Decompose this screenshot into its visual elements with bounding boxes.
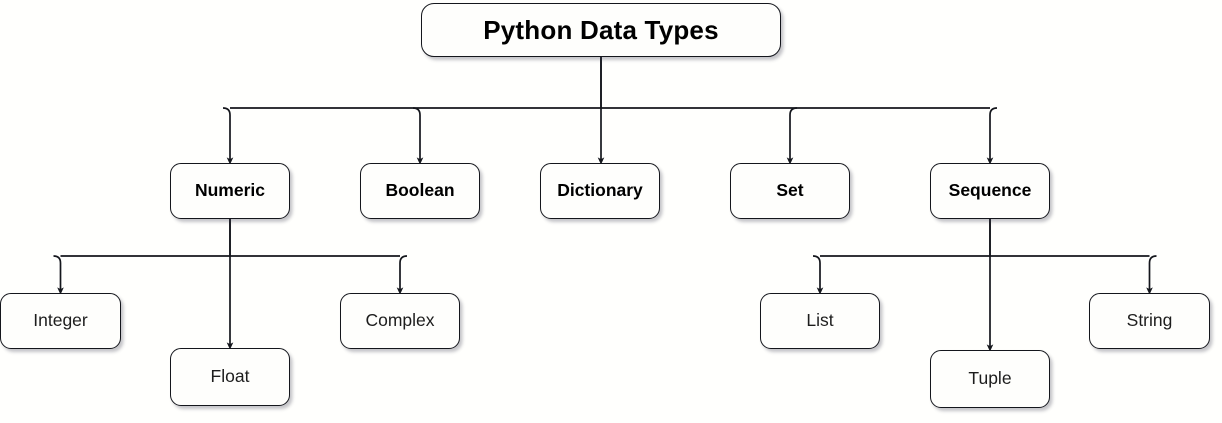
root-drop-boolean [412,107,424,165]
node-integer[interactable]: Integer [0,293,121,349]
root-drop-set [786,107,798,165]
node-label: Float [210,366,250,387]
numeric-drop-complex [396,255,408,295]
node-dictionary[interactable]: Dictionary [540,163,660,219]
node-label: List [806,310,834,331]
node-label: Numeric [194,180,266,201]
node-numeric[interactable]: Numeric [170,163,290,219]
node-float[interactable]: Float [170,348,290,406]
node-list[interactable]: List [760,293,880,349]
node-label: Python Data Types [483,14,719,45]
node-string[interactable]: String [1089,293,1210,349]
node-label: Sequence [948,180,1032,201]
numeric-drop-integer [53,255,64,295]
node-label: Complex [365,310,435,331]
node-label: Dictionary [557,180,643,201]
node-label: Tuple [968,368,1012,389]
node-label: String [1126,310,1173,331]
sequence-drop-string [1146,255,1157,295]
node-tuple[interactable]: Tuple [930,350,1050,408]
node-label: Set [776,180,804,201]
root-drop-numeric [222,107,234,165]
node-boolean[interactable]: Boolean [360,163,480,219]
node-set[interactable]: Set [730,163,850,219]
node-label: Integer [33,310,88,331]
root-drop-sequence [986,107,998,165]
sequence-drop-list [812,255,824,295]
node-sequence[interactable]: Sequence [930,163,1050,219]
node-complex[interactable]: Complex [340,293,460,349]
node-label: Boolean [385,180,455,201]
node-root[interactable]: Python Data Types [421,3,781,57]
